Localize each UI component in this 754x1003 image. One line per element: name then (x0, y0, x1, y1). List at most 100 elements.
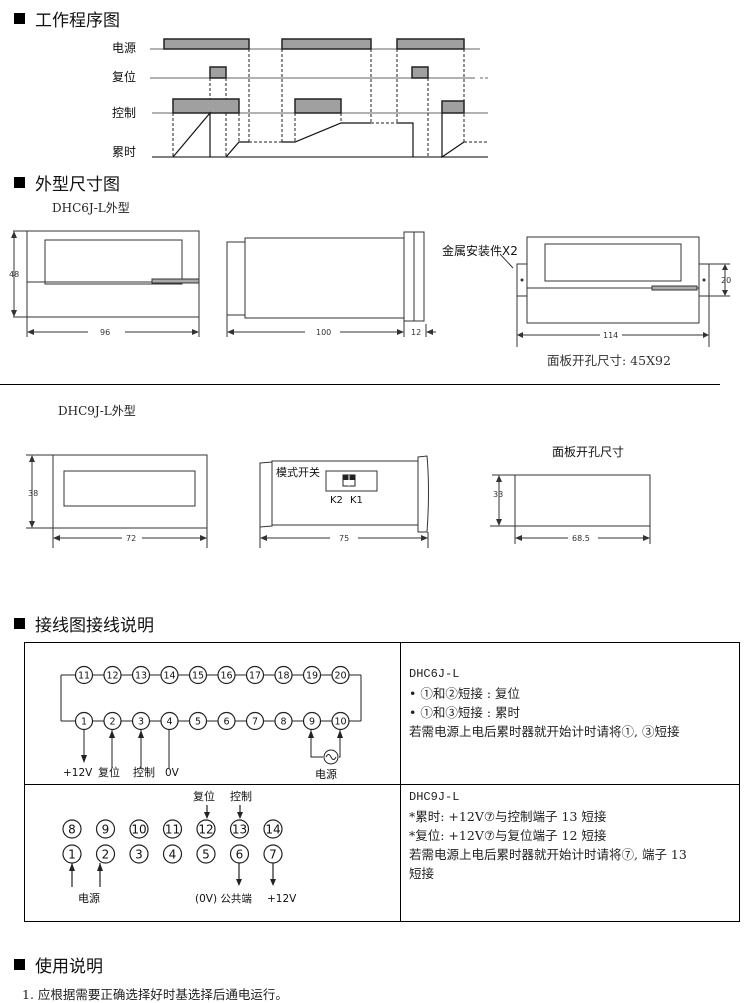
terminal (217, 711, 236, 731)
terminal-number: 15 (192, 670, 204, 681)
terminal-number: 4 (169, 847, 177, 861)
power-pulse (281, 38, 372, 50)
wire9-label-control: 控制 (230, 789, 252, 803)
terminal-number: 16 (220, 670, 232, 681)
note-line: • ①和③短接 : 累时 (409, 705, 521, 720)
wire6-label-control: 控制 (133, 765, 155, 779)
terminal (302, 711, 322, 731)
terminal (263, 844, 283, 864)
terminal-number: 5 (195, 716, 201, 727)
dim-dhc6j-bracket-height: 20 (721, 276, 731, 285)
terminal (103, 665, 122, 685)
reset-pulse (209, 66, 227, 79)
terminal (162, 819, 183, 839)
dim-dhc6j-width: 96 (100, 328, 110, 337)
switch-k1-label: K1 (350, 495, 363, 506)
dhc6j-mount-front (526, 236, 700, 324)
terminal (160, 711, 179, 731)
bullet-square-icon (14, 618, 25, 629)
mount-bracket (698, 263, 710, 297)
terminal (62, 819, 82, 839)
terminal-number: 6 (236, 847, 244, 861)
dhc6j-dimension-drawings: 48 96 100 12 20 114 金属安装件X2 (9, 230, 731, 347)
terminal-number: 14 (265, 822, 280, 836)
terminal-number: 7 (269, 847, 277, 861)
signal-label-accumulate: 累时 (112, 145, 136, 159)
terminal (331, 711, 350, 731)
section-title-dimensions: 外型尺寸图 (14, 170, 120, 195)
terminal-number: 11 (165, 822, 180, 836)
note-line: *复位: +12V⑦与复位端子 12 短接 (409, 828, 607, 843)
terminal (160, 665, 179, 685)
terminal (129, 819, 149, 839)
switch-k2-label: K2 (330, 495, 343, 506)
usage-item: 1. 应根据需要正确选择好时基选择后通电运行。 (22, 987, 288, 1002)
bullet-square-icon (14, 959, 25, 970)
note-line: 若需电源上电后累时器就开始计时请将①, ③短接 (409, 724, 680, 739)
cutout-title: 面板开孔尺寸 (552, 445, 624, 459)
model-label-dhc6j: DHC6J-L外型 (52, 201, 130, 215)
terminal (62, 844, 82, 864)
terminal-number: 13 (232, 822, 247, 836)
terminal (196, 819, 216, 839)
mount-bracket (516, 263, 528, 297)
terminal (131, 665, 151, 685)
terminal-number: 17 (249, 670, 261, 681)
wire6-label-reset: 复位 (98, 765, 120, 779)
terminal-number: 8 (280, 716, 286, 727)
terminal-number: 13 (135, 670, 147, 681)
wire9-label-common: (0V) 公共端 (195, 892, 252, 905)
dip-switch-icon (342, 474, 356, 487)
note-line: *累时: +12V⑦与控制端子 13 短接 (409, 809, 607, 824)
power-pulse (163, 38, 250, 50)
terminal (229, 844, 250, 864)
dhc9j-wiring-notes: DHC9J-L *累时: +12V⑦与控制端子 13 短接 *复位: +12V⑦… (409, 788, 687, 883)
dhc6j-cutout-size: 面板开孔尺寸: 45X92 (547, 353, 671, 368)
note-line: DHC6J-L (409, 667, 460, 681)
control-pulse (441, 100, 465, 114)
terminal (188, 711, 208, 731)
terminal (131, 711, 151, 731)
terminal-number: 4 (166, 716, 172, 727)
power-pulse (396, 38, 465, 50)
terminal (274, 711, 293, 731)
bracket-label: 金属安装件X2 (442, 243, 518, 258)
bullet-square-icon (14, 13, 25, 24)
terminal-number: 9 (309, 716, 315, 727)
section-title-wiring: 接线图接线说明 (14, 611, 154, 636)
note-line: DHC9J-L (409, 790, 460, 804)
section-divider (0, 384, 720, 385)
terminal-number: 2 (102, 847, 110, 861)
mode-switch-box (325, 470, 378, 492)
terminal-number: 12 (198, 822, 213, 836)
terminal-number: 1 (68, 847, 76, 861)
terminal-number: 3 (138, 716, 144, 727)
timing-diagram: 电源 复位 控制 累时 (112, 38, 488, 159)
dhc9j-dimension-drawings: 38 72 75 33 68.5 模式开关 K2 K1 面板开孔尺寸 (26, 445, 651, 548)
terminal (74, 711, 94, 731)
terminal (95, 819, 116, 839)
terminal-number: 14 (163, 670, 175, 681)
dhc9j-display-window (63, 470, 196, 507)
terminal-number: 6 (223, 716, 229, 727)
terminal (302, 665, 322, 685)
control-pulse (294, 98, 342, 114)
dim-dhc6j-height: 48 (9, 270, 19, 279)
terminal-number: 1 (81, 716, 87, 727)
terminal (331, 665, 350, 685)
note-line: • ①和②短接 : 复位 (409, 686, 521, 701)
terminal-number: 20 (334, 670, 346, 681)
terminal-number: 18 (277, 670, 289, 681)
terminal-number: 10 (334, 716, 346, 727)
terminal-number: 2 (109, 716, 115, 727)
wire9-label-reset: 复位 (193, 789, 215, 803)
terminal (188, 665, 208, 685)
terminal (103, 711, 122, 731)
terminal-number: 8 (68, 822, 76, 836)
dhc9j-front-outline (52, 454, 208, 529)
dim-dhc6j-depth: 100 (316, 328, 331, 337)
terminal-number: 19 (306, 670, 318, 681)
wire9-label-12v: +12V (267, 893, 297, 905)
